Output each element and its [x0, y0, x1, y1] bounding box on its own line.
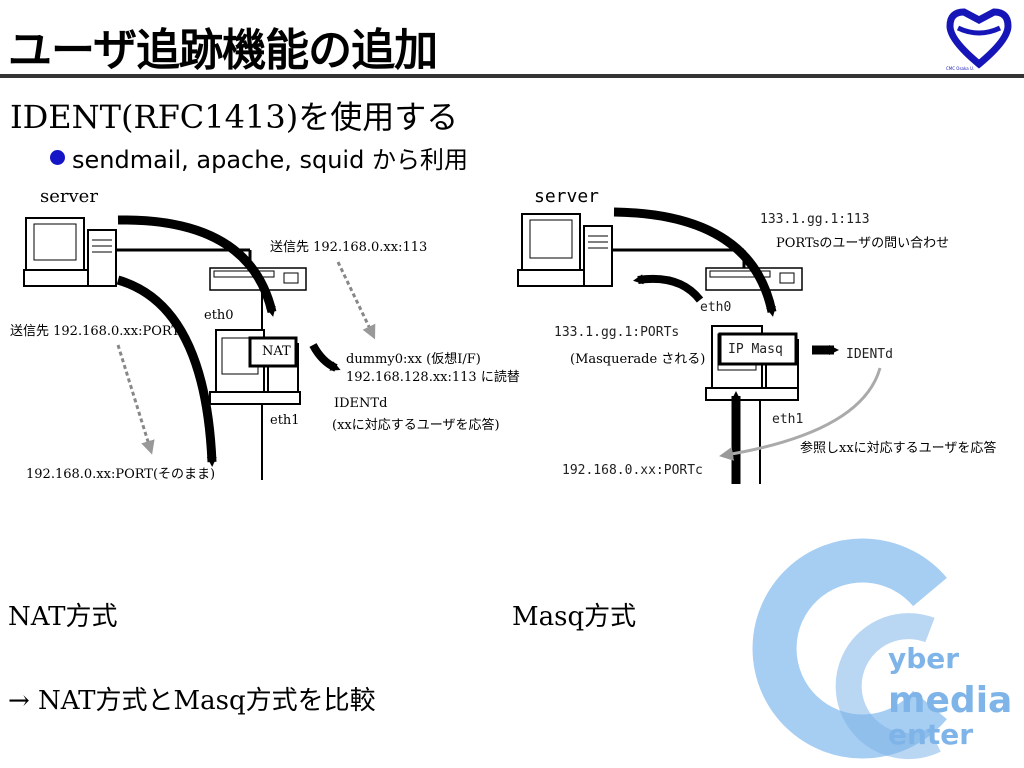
slide-title: ユーザ追跡機能の追加 [8, 25, 438, 76]
university-logo: CMC Osaka U. [940, 6, 1018, 74]
logo-caption: CMC Osaka U. [946, 66, 975, 71]
masq-ports-addr: 133.1.gg.1:PORTs [554, 325, 680, 340]
masq-portc: 192.168.0.xx:PORTc [562, 463, 703, 478]
masq-diagram [517, 207, 882, 484]
cmc-text-media: media [888, 680, 1013, 721]
nat-dummy-line2: 192.168.128.xx:113 に読替 [346, 370, 520, 385]
subtitle: IDENT(RFC1413)を使用する [10, 98, 459, 136]
nat-server-label: server [40, 186, 98, 207]
nat-dummy-line1: dummy0:xx (仮想I/F) [346, 352, 481, 367]
masq-server-computer [517, 213, 613, 287]
logo-icon [946, 8, 1012, 69]
nat-box [248, 336, 298, 368]
masq-box-label: IP Masq [728, 342, 783, 357]
cyber-media-center-logo [752, 538, 947, 760]
nat-diagram [23, 215, 376, 480]
nat-dest-port: 送信先 192.168.0.xx:PORT [10, 324, 181, 339]
nat-method-label: NAT方式 [8, 602, 118, 632]
masq-server-label: server [534, 186, 600, 207]
masq-method-label: Masq方式 [512, 602, 637, 632]
masq-identd: IDENTd [846, 347, 893, 362]
nat-server-computer [23, 217, 117, 287]
masq-query-text: PORTsのユーザの問い合わせ [776, 236, 950, 251]
cmc-text-yber: yber [888, 642, 960, 675]
masq-eth0: eth0 [700, 300, 732, 315]
masq-query-addr: 133.1.gg.1:113 [760, 212, 870, 227]
nat-identd: IDENTd [334, 396, 388, 411]
cmc-text-enter: enter [888, 718, 974, 751]
nat-eth1: eth1 [270, 413, 300, 428]
ip-masq-box [718, 332, 798, 366]
nat-dest-113: 送信先 192.168.0.xx:113 [270, 240, 428, 255]
title-divider [0, 74, 1024, 78]
nat-asis: 192.168.0.xx:PORT(そのまま) [26, 467, 216, 482]
masq-eth1: eth1 [772, 412, 804, 427]
masq-note: (Masquerade される) [570, 352, 706, 367]
comparison-text: → NAT方式とMasq方式を比較 [8, 686, 376, 716]
masq-reply-text: 参照しxxに対応するユーザを応答 [800, 441, 997, 456]
nat-identd-note: (xxに対応するユーザを応答) [332, 418, 500, 433]
nat-eth0: eth0 [204, 308, 234, 323]
bullet-dot [50, 150, 65, 165]
bullet-text: sendmail, apache, squid から利用 [72, 146, 468, 174]
nat-box-label: NAT [262, 344, 291, 359]
